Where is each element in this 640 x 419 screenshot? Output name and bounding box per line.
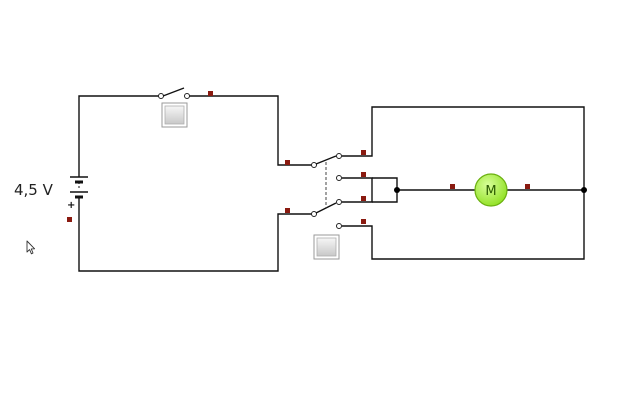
switch-contact-left	[158, 93, 164, 99]
motor-label: M	[485, 184, 496, 199]
switch-lever	[162, 87, 185, 97]
terminal-marker	[361, 172, 366, 177]
terminal-marker	[361, 150, 366, 155]
wire-cross-upper	[342, 177, 373, 203]
junction-node	[394, 187, 400, 193]
terminal-marker	[361, 196, 366, 201]
terminal-marker	[285, 208, 290, 213]
changeover-switch[interactable]	[311, 153, 342, 229]
junction-node	[581, 187, 587, 193]
arrow-cursor-icon	[26, 240, 36, 255]
switch-contact-right	[184, 93, 190, 99]
terminal-marker	[361, 219, 366, 224]
wire-right-top	[342, 106, 585, 190]
battery-voltage-label: 4,5 V	[14, 181, 54, 199]
motor-icon	[474, 173, 508, 207]
changeover-switch-button[interactable]	[313, 234, 340, 260]
wire-left-bottom	[78, 202, 312, 272]
terminal-marker	[208, 91, 213, 96]
wire-switch-to-right	[188, 95, 312, 166]
battery: +	[67, 170, 88, 211]
wire-left-top	[78, 95, 160, 170]
terminal-marker	[285, 160, 290, 165]
main-switch[interactable]	[158, 87, 190, 99]
main-switch-button[interactable]	[161, 102, 188, 128]
terminal-marker	[67, 217, 72, 222]
motor: M	[474, 173, 508, 207]
terminal-marker	[450, 184, 455, 189]
terminal-marker	[525, 184, 530, 189]
wire-cross-lower	[372, 177, 398, 203]
battery-plus-sign: +	[67, 200, 75, 211]
wire-right-bottom	[342, 190, 585, 260]
